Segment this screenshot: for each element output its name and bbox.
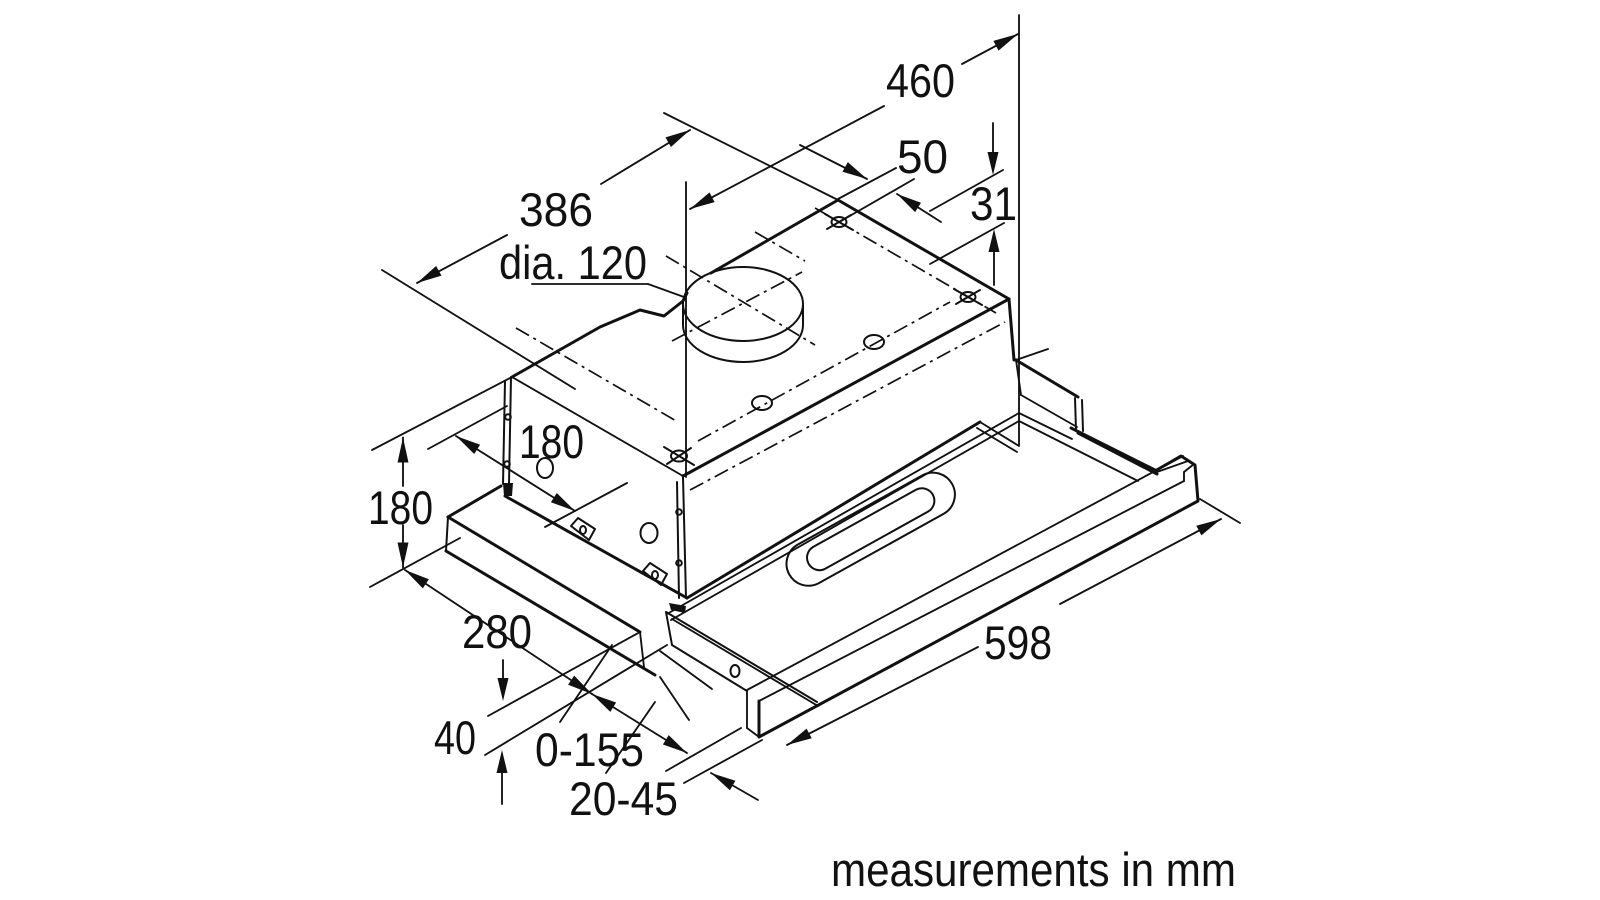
svg-text:598: 598 (984, 616, 1052, 669)
svg-text:180: 180 (368, 481, 433, 534)
svg-text:460: 460 (886, 54, 955, 107)
svg-text:280: 280 (462, 605, 532, 658)
svg-text:0-155: 0-155 (535, 723, 644, 776)
svg-text:31: 31 (970, 177, 1017, 230)
svg-text:180: 180 (519, 415, 584, 468)
svg-text:dia. 120: dia. 120 (499, 236, 647, 289)
svg-text:40: 40 (434, 711, 476, 764)
svg-text:50: 50 (897, 130, 948, 183)
svg-text:386: 386 (519, 183, 593, 236)
svg-text:20-45: 20-45 (569, 772, 678, 825)
svg-text:measurements in mm: measurements in mm (831, 843, 1236, 896)
